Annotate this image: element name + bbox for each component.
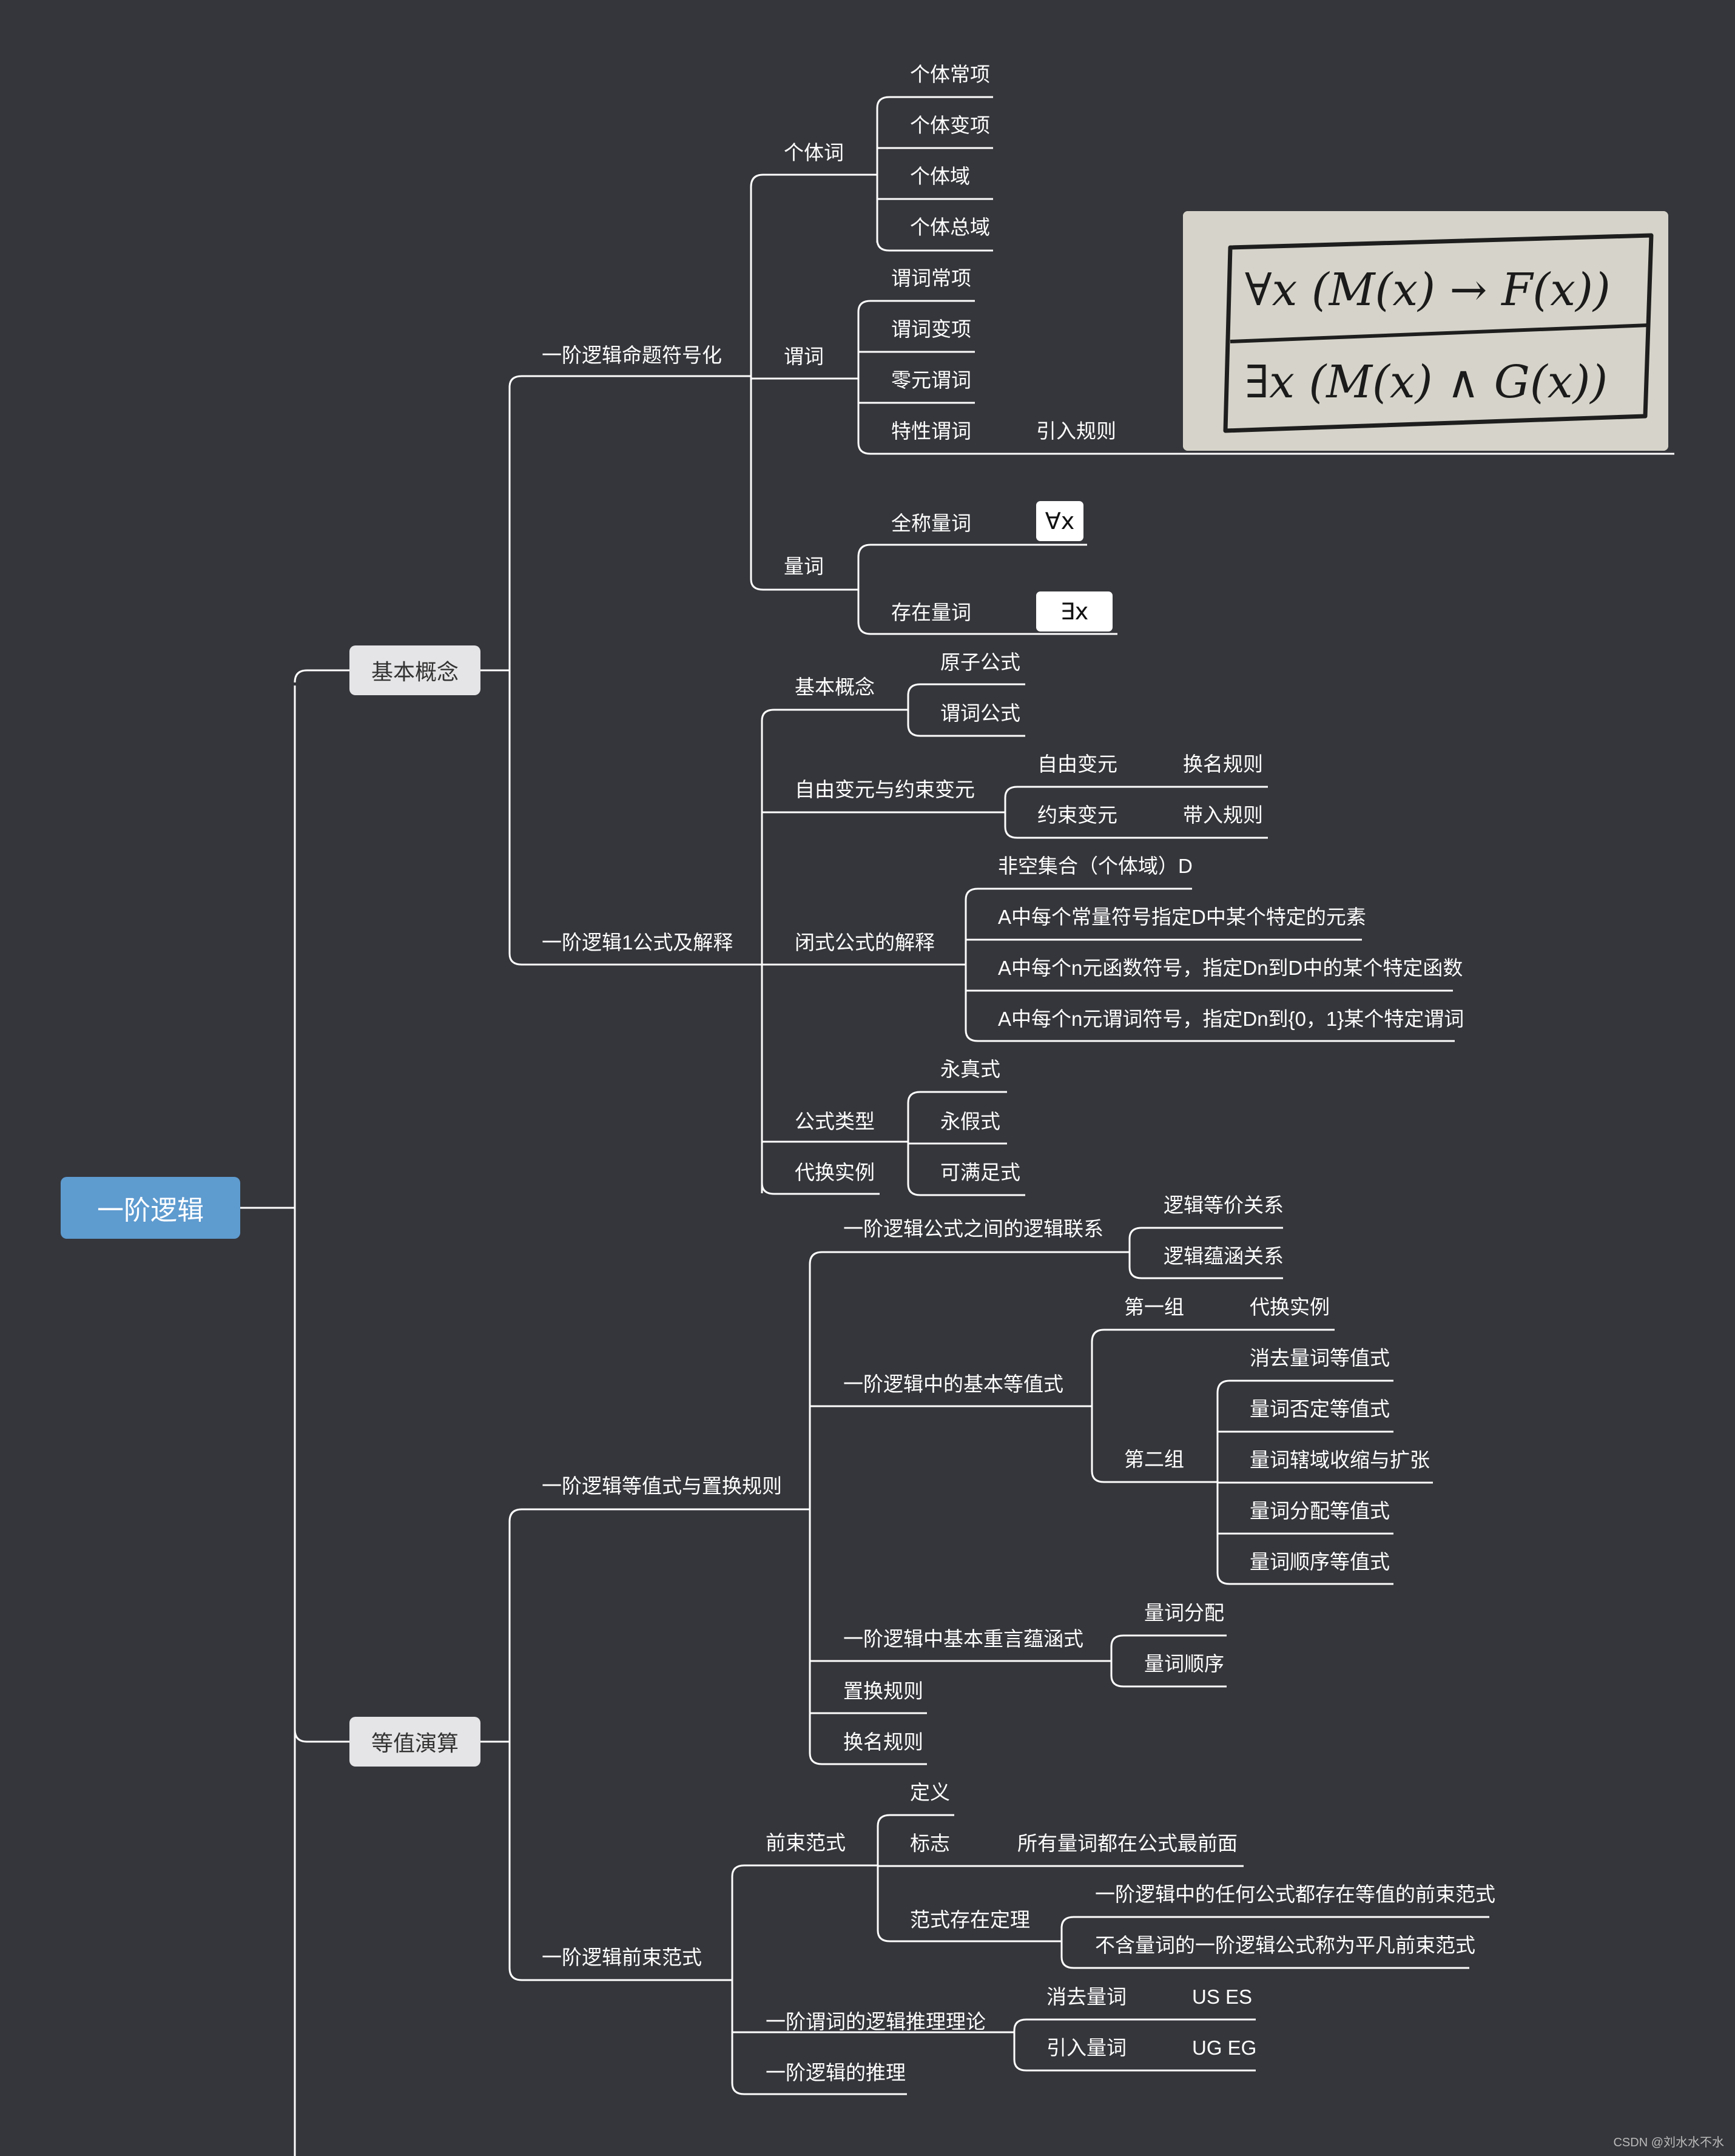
topic-label[interactable]: 引入规则 [1036, 420, 1116, 442]
topic-label[interactable]: 个体常项 [910, 63, 990, 86]
topic-label[interactable]: 基本概念 [795, 676, 875, 698]
topic-label[interactable]: 不含量词的一阶逻辑公式称为平凡前束范式 [1095, 1934, 1475, 1956]
topic-label[interactable]: 量词否定等值式 [1250, 1398, 1390, 1420]
topic-label[interactable]: 量词分配等值式 [1250, 1500, 1390, 1522]
topic-label[interactable]: 标志 [910, 1832, 950, 1854]
topic-label[interactable]: 谓词 [784, 345, 824, 368]
topic-label[interactable]: 代换实例 [795, 1161, 875, 1184]
topic-label[interactable]: A中每个常量符号指定D中某个特定的元素 [998, 906, 1366, 928]
topic-label[interactable]: 一阶逻辑命题符号化 [542, 344, 722, 366]
topic-label[interactable]: 换名规则 [1183, 753, 1263, 775]
topic-label[interactable]: 谓词公式 [940, 702, 1020, 724]
topic-label[interactable]: 谓词常项 [891, 267, 971, 289]
topic-label[interactable]: 第一组 [1124, 1296, 1184, 1318]
topic-label[interactable]: 定义 [910, 1781, 950, 1804]
topic-label[interactable]: 第二组 [1124, 1448, 1184, 1470]
topic-label[interactable]: 一阶逻辑公式之间的逻辑联系 [843, 1218, 1103, 1240]
topic-label[interactable]: 永真式 [940, 1058, 1000, 1080]
topic-label[interactable]: 非空集合（个体域）D [998, 855, 1193, 877]
node-basic-concepts[interactable]: 基本概念 [349, 645, 480, 695]
topic-label[interactable]: 闭式公式的解释 [795, 931, 935, 954]
root-node[interactable]: 一阶逻辑 [61, 1177, 240, 1239]
topic-label[interactable]: 可满足式 [940, 1161, 1020, 1184]
topic-label[interactable]: 逻辑蕴涵关系 [1164, 1245, 1284, 1267]
topic-label[interactable]: 量词辖域收缩与扩张 [1250, 1449, 1430, 1471]
topic-label[interactable]: 一阶谓词的逻辑推理理论 [766, 2010, 986, 2033]
topic-label[interactable]: 一阶逻辑中基本重言蕴涵式 [843, 1628, 1083, 1650]
topic-label[interactable]: 个体域 [910, 165, 970, 187]
topic-label[interactable]: 一阶逻辑前束范式 [542, 1946, 702, 1969]
topic-label[interactable]: 谓词变项 [891, 318, 971, 340]
topic-label[interactable]: 引入量词 [1046, 2036, 1127, 2059]
topic-label[interactable]: A中每个n元谓词符号，指定Dn到{0，1}某个特定谓词 [998, 1008, 1464, 1030]
topic-label[interactable]: 一阶逻辑等值式与置换规则 [542, 1475, 782, 1497]
topic-label[interactable]: 一阶逻辑的推理 [766, 2061, 906, 2084]
topic-label[interactable]: 前束范式 [766, 1831, 846, 1854]
topic-label[interactable]: 消去量词等值式 [1250, 1347, 1390, 1369]
topic-label[interactable]: 特性谓词 [891, 420, 971, 442]
topic-label[interactable]: 一阶逻辑1公式及解释 [542, 931, 733, 954]
topic-label[interactable]: 代换实例 [1250, 1296, 1330, 1318]
topic-label[interactable]: 量词顺序等值式 [1250, 1551, 1390, 1573]
topic-label[interactable]: 永假式 [940, 1110, 1000, 1133]
topic-label[interactable]: 一阶逻辑中的基本等值式 [843, 1373, 1063, 1395]
exists-box: ∃x [1036, 591, 1113, 632]
topic-label[interactable]: 原子公式 [940, 651, 1020, 673]
handwritten-formulas: ∀x (M(x) → F(x)) ∃x (M(x) ∧ G(x)) [1183, 211, 1668, 451]
topic-label[interactable]: 所有量词都在公式最前面 [1017, 1832, 1238, 1854]
topic-label[interactable]: 带入规则 [1183, 804, 1263, 826]
formula-line-2: ∃x (M(x) ∧ G(x)) [1245, 356, 1608, 408]
topic-label[interactable]: 消去量词 [1046, 1986, 1127, 2008]
topic-label[interactable]: 零元谓词 [891, 369, 971, 391]
topic-label[interactable]: UG EG [1192, 2036, 1257, 2059]
topic-label[interactable]: 个体变项 [910, 114, 990, 136]
topic-label[interactable]: 存在量词 [891, 601, 971, 624]
handwritten-note-image: ∀x (M(x) → F(x)) ∃x (M(x) ∧ G(x)) [1183, 211, 1668, 451]
topic-label[interactable]: A中每个n元函数符号，指定Dn到D中的某个特定函数 [998, 957, 1463, 979]
topic-label[interactable]: 自由变元 [1037, 753, 1117, 775]
topic-label[interactable]: US ES [1192, 1986, 1253, 2008]
topic-label[interactable]: 换名规则 [843, 1731, 923, 1753]
topic-label[interactable]: 量词顺序 [1144, 1652, 1224, 1675]
topic-label[interactable]: 量词 [784, 555, 824, 578]
topic-label[interactable]: 量词分配 [1144, 1602, 1224, 1624]
topic-label[interactable]: 约束变元 [1037, 804, 1117, 826]
formula-line-1: ∀x (M(x) → F(x)) [1245, 264, 1611, 316]
credit-watermark: CSDN @刘水水不水 [1613, 2136, 1724, 2149]
topic-label[interactable]: 全称量词 [891, 512, 971, 534]
forall-box: ∀x [1036, 501, 1083, 541]
topic-label[interactable]: 自由变元与约束变元 [795, 778, 975, 801]
topic-label[interactable]: 逻辑等价关系 [1164, 1194, 1284, 1216]
topic-label[interactable]: 公式类型 [795, 1110, 875, 1133]
node-equivalence-calculus[interactable]: 等值演算 [349, 1717, 480, 1767]
topic-label[interactable]: 个体词 [784, 141, 844, 164]
topic-label[interactable]: 范式存在定理 [910, 1908, 1030, 1931]
topic-label[interactable]: 一阶逻辑中的任何公式都存在等值的前束范式 [1095, 1883, 1495, 1905]
topic-label[interactable]: 置换规则 [843, 1680, 923, 1702]
topic-label[interactable]: 个体总域 [910, 216, 990, 238]
